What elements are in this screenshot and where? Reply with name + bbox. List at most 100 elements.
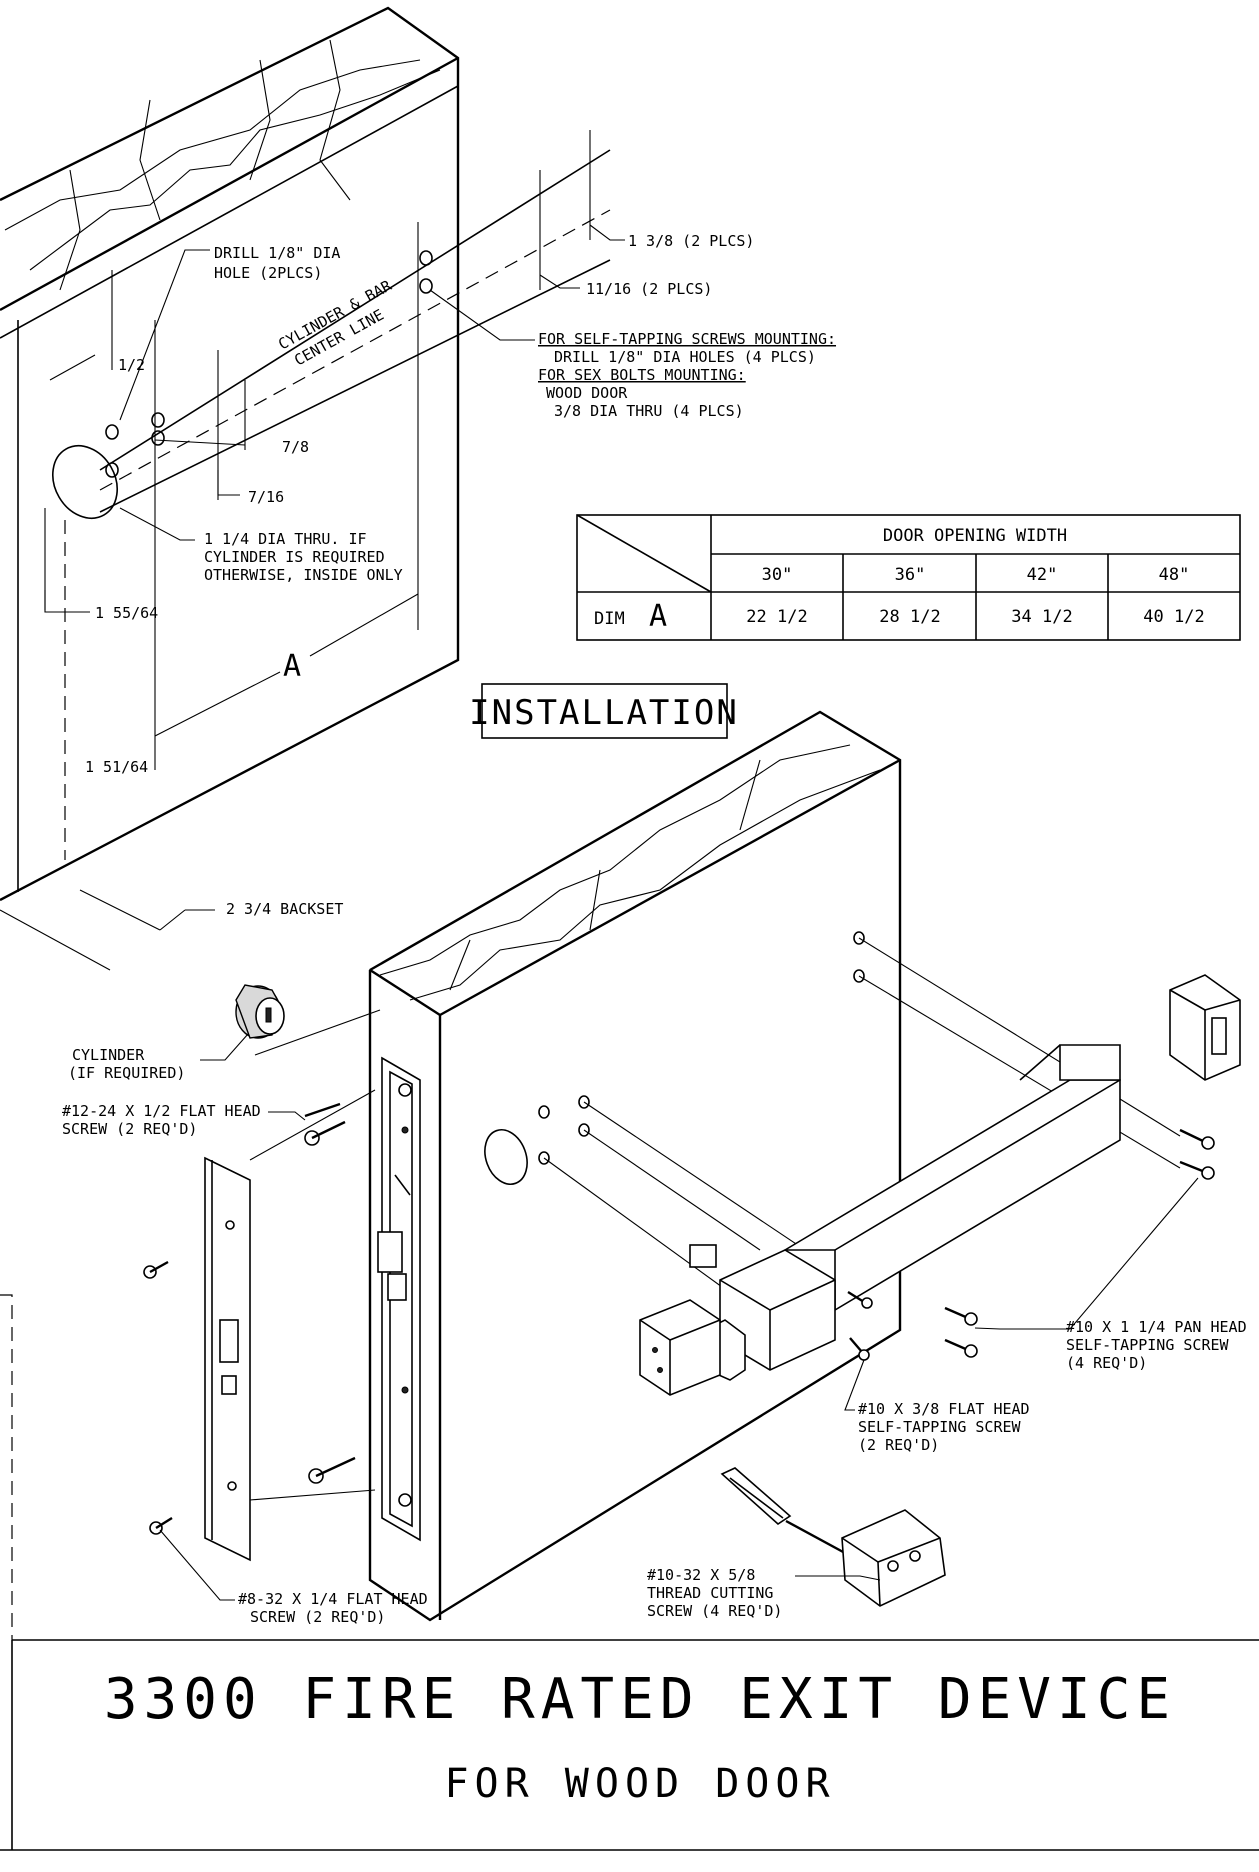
block-edge xyxy=(669,1319,721,1341)
door-outline xyxy=(368,710,902,1622)
screw-shank xyxy=(304,1102,341,1118)
table-value: 40 1/2 xyxy=(1143,607,1204,627)
exit-device-bar xyxy=(639,1044,1121,1396)
screw-shank xyxy=(315,1456,356,1478)
projection-line xyxy=(543,1157,741,1301)
wood-grain xyxy=(739,759,761,831)
flat-12-screw xyxy=(308,1456,356,1484)
wood-grain xyxy=(4,59,421,231)
wood-grain xyxy=(409,769,881,1001)
screw-head xyxy=(861,1297,873,1309)
mortise-detail xyxy=(394,1174,411,1196)
sex-bolt-label: WOOD DOOR xyxy=(546,384,628,402)
flat-8-screw xyxy=(149,1516,173,1535)
leader-7-16 xyxy=(217,470,240,496)
installation-door xyxy=(368,710,902,1622)
dim-half-label: 1/2 xyxy=(118,356,145,374)
backset-leader xyxy=(159,909,186,931)
cylinder xyxy=(235,984,285,1039)
strike-hole xyxy=(225,1220,235,1230)
drill-hole xyxy=(105,462,119,478)
leader-drill xyxy=(119,249,210,421)
mounting-hole xyxy=(578,1095,590,1109)
leader-1-3-8 xyxy=(589,224,625,241)
screw-shank xyxy=(155,1516,173,1530)
screw-shank xyxy=(1179,1128,1206,1144)
bracket-edge xyxy=(877,1537,941,1563)
wood-grain xyxy=(589,869,601,931)
top-door-view xyxy=(0,6,625,971)
leader-flat8 xyxy=(159,1529,235,1601)
flat8-label: #8-32 X 1/4 FLAT HEAD xyxy=(238,1590,428,1608)
leader-pan xyxy=(974,1177,1199,1330)
inside-hole xyxy=(484,1129,528,1185)
dimension-table xyxy=(576,514,1241,641)
thread-cutting-label: THREAD CUTTING xyxy=(647,1584,773,1602)
self-tap-label: FOR SELF-TAPPING SCREWS MOUNTING: xyxy=(538,330,836,348)
dim-7-8-label: 7/8 xyxy=(282,438,309,456)
self-tap-label: DRILL 1/8" DIA HOLES (4 PLCS) xyxy=(554,348,816,366)
wood-grain xyxy=(379,744,851,976)
dim-a-label: A xyxy=(283,649,301,684)
thru-label: CYLINDER IS REQUIRED xyxy=(204,548,385,566)
thread-cutting-label: SCREW (4 REQ'D) xyxy=(647,1602,782,1620)
drill-hole-label: HOLE (2PLCS) xyxy=(214,264,322,282)
top-door-top-edge xyxy=(0,56,459,312)
mounting-hole xyxy=(853,969,865,983)
bar-edge xyxy=(834,1079,1121,1251)
sex-bolt-label: 3/8 DIA THRU (4 PLCS) xyxy=(554,402,744,420)
deadlatch xyxy=(387,1273,407,1301)
door-body xyxy=(369,711,901,1621)
table-diagonal xyxy=(576,514,712,593)
latch-tab xyxy=(689,1244,717,1268)
mounting-hole xyxy=(538,1151,550,1165)
projection-line xyxy=(858,975,1181,1169)
screw-shank xyxy=(944,1338,969,1352)
screwdriver-assembly xyxy=(720,1467,946,1607)
cylinder-label: (IF REQUIRED) xyxy=(68,1064,185,1082)
backset-label: 2 3/4 BACKSET xyxy=(226,900,343,918)
projection-line xyxy=(249,1089,376,1161)
top-door-front-edge xyxy=(0,85,459,339)
screw-head xyxy=(964,1344,978,1358)
projection-line xyxy=(249,1489,376,1501)
block-hole xyxy=(652,1347,658,1353)
installation-box xyxy=(481,683,728,739)
table-value: 28 1/2 xyxy=(879,607,940,627)
housing-edge xyxy=(719,1279,771,1311)
latch-bolt xyxy=(377,1231,403,1273)
flat10-label: (2 REQ'D) xyxy=(858,1436,939,1454)
flat10-label: #10 X 3/8 FLAT HEAD xyxy=(858,1400,1030,1418)
thru-label: OTHERWISE, INSIDE ONLY xyxy=(204,566,403,584)
screw-shank xyxy=(847,1290,865,1304)
screw-head xyxy=(1201,1136,1215,1150)
title-block xyxy=(0,1639,1259,1851)
pan-head-screw xyxy=(944,1338,978,1358)
screw-dot xyxy=(401,1386,409,1394)
projection-line xyxy=(583,1129,761,1251)
bracket-screw xyxy=(887,1560,899,1572)
installation-label: INSTALLATION xyxy=(469,693,739,733)
table-width: 36" xyxy=(895,565,926,585)
leader-11-16 xyxy=(539,274,580,289)
screw-shank xyxy=(1179,1160,1206,1174)
screw-shank xyxy=(311,1120,346,1140)
pan-head-screw xyxy=(1179,1128,1215,1150)
keyway xyxy=(265,1007,272,1023)
faceplate-hole xyxy=(398,1083,412,1097)
end-cap xyxy=(1169,974,1241,1081)
screw-head xyxy=(858,1349,870,1361)
flat10-label: SELF-TAPPING SCREW xyxy=(858,1418,1022,1436)
leader-flat12 xyxy=(268,1111,306,1121)
leader-flat10 xyxy=(844,1359,865,1411)
leader-self-tap xyxy=(429,289,535,341)
drill-hole xyxy=(105,424,119,440)
dim-a-line xyxy=(309,593,419,657)
bracket-edge xyxy=(877,1561,881,1607)
left-dashed-border xyxy=(0,1294,13,1640)
wood-grain xyxy=(29,69,441,271)
dim-11-16-label: 11/16 (2 PLCS) xyxy=(586,280,712,298)
backset-line xyxy=(0,909,111,971)
table-value: 34 1/2 xyxy=(1011,607,1072,627)
drawing-title: 3300 FIRE RATED EXIT DEVICE xyxy=(104,1667,1176,1732)
